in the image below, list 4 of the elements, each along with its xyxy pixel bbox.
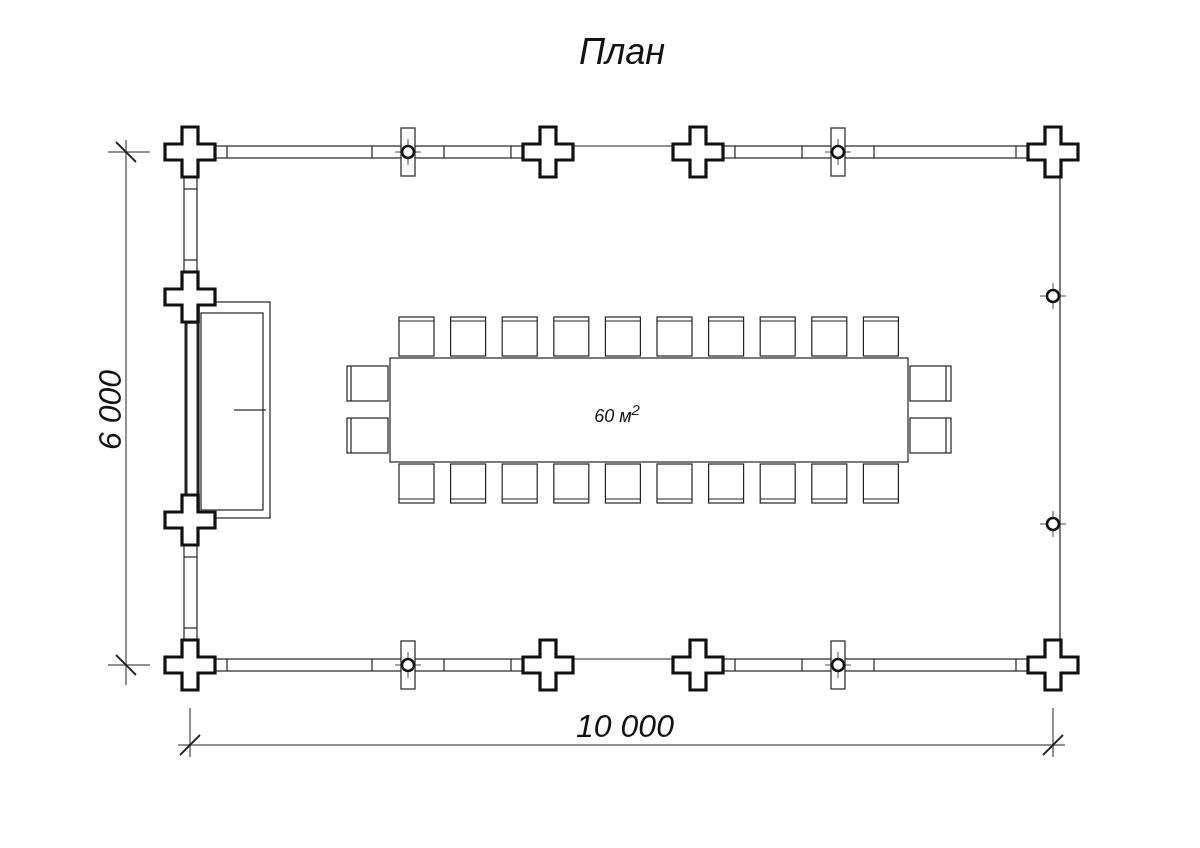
dimension-text: 10 000 xyxy=(576,710,674,742)
area-label: 60 м$^{2}$ xyxy=(594,401,640,425)
dimension-text: 6 000 xyxy=(94,369,126,451)
plan-title: План xyxy=(578,34,666,70)
